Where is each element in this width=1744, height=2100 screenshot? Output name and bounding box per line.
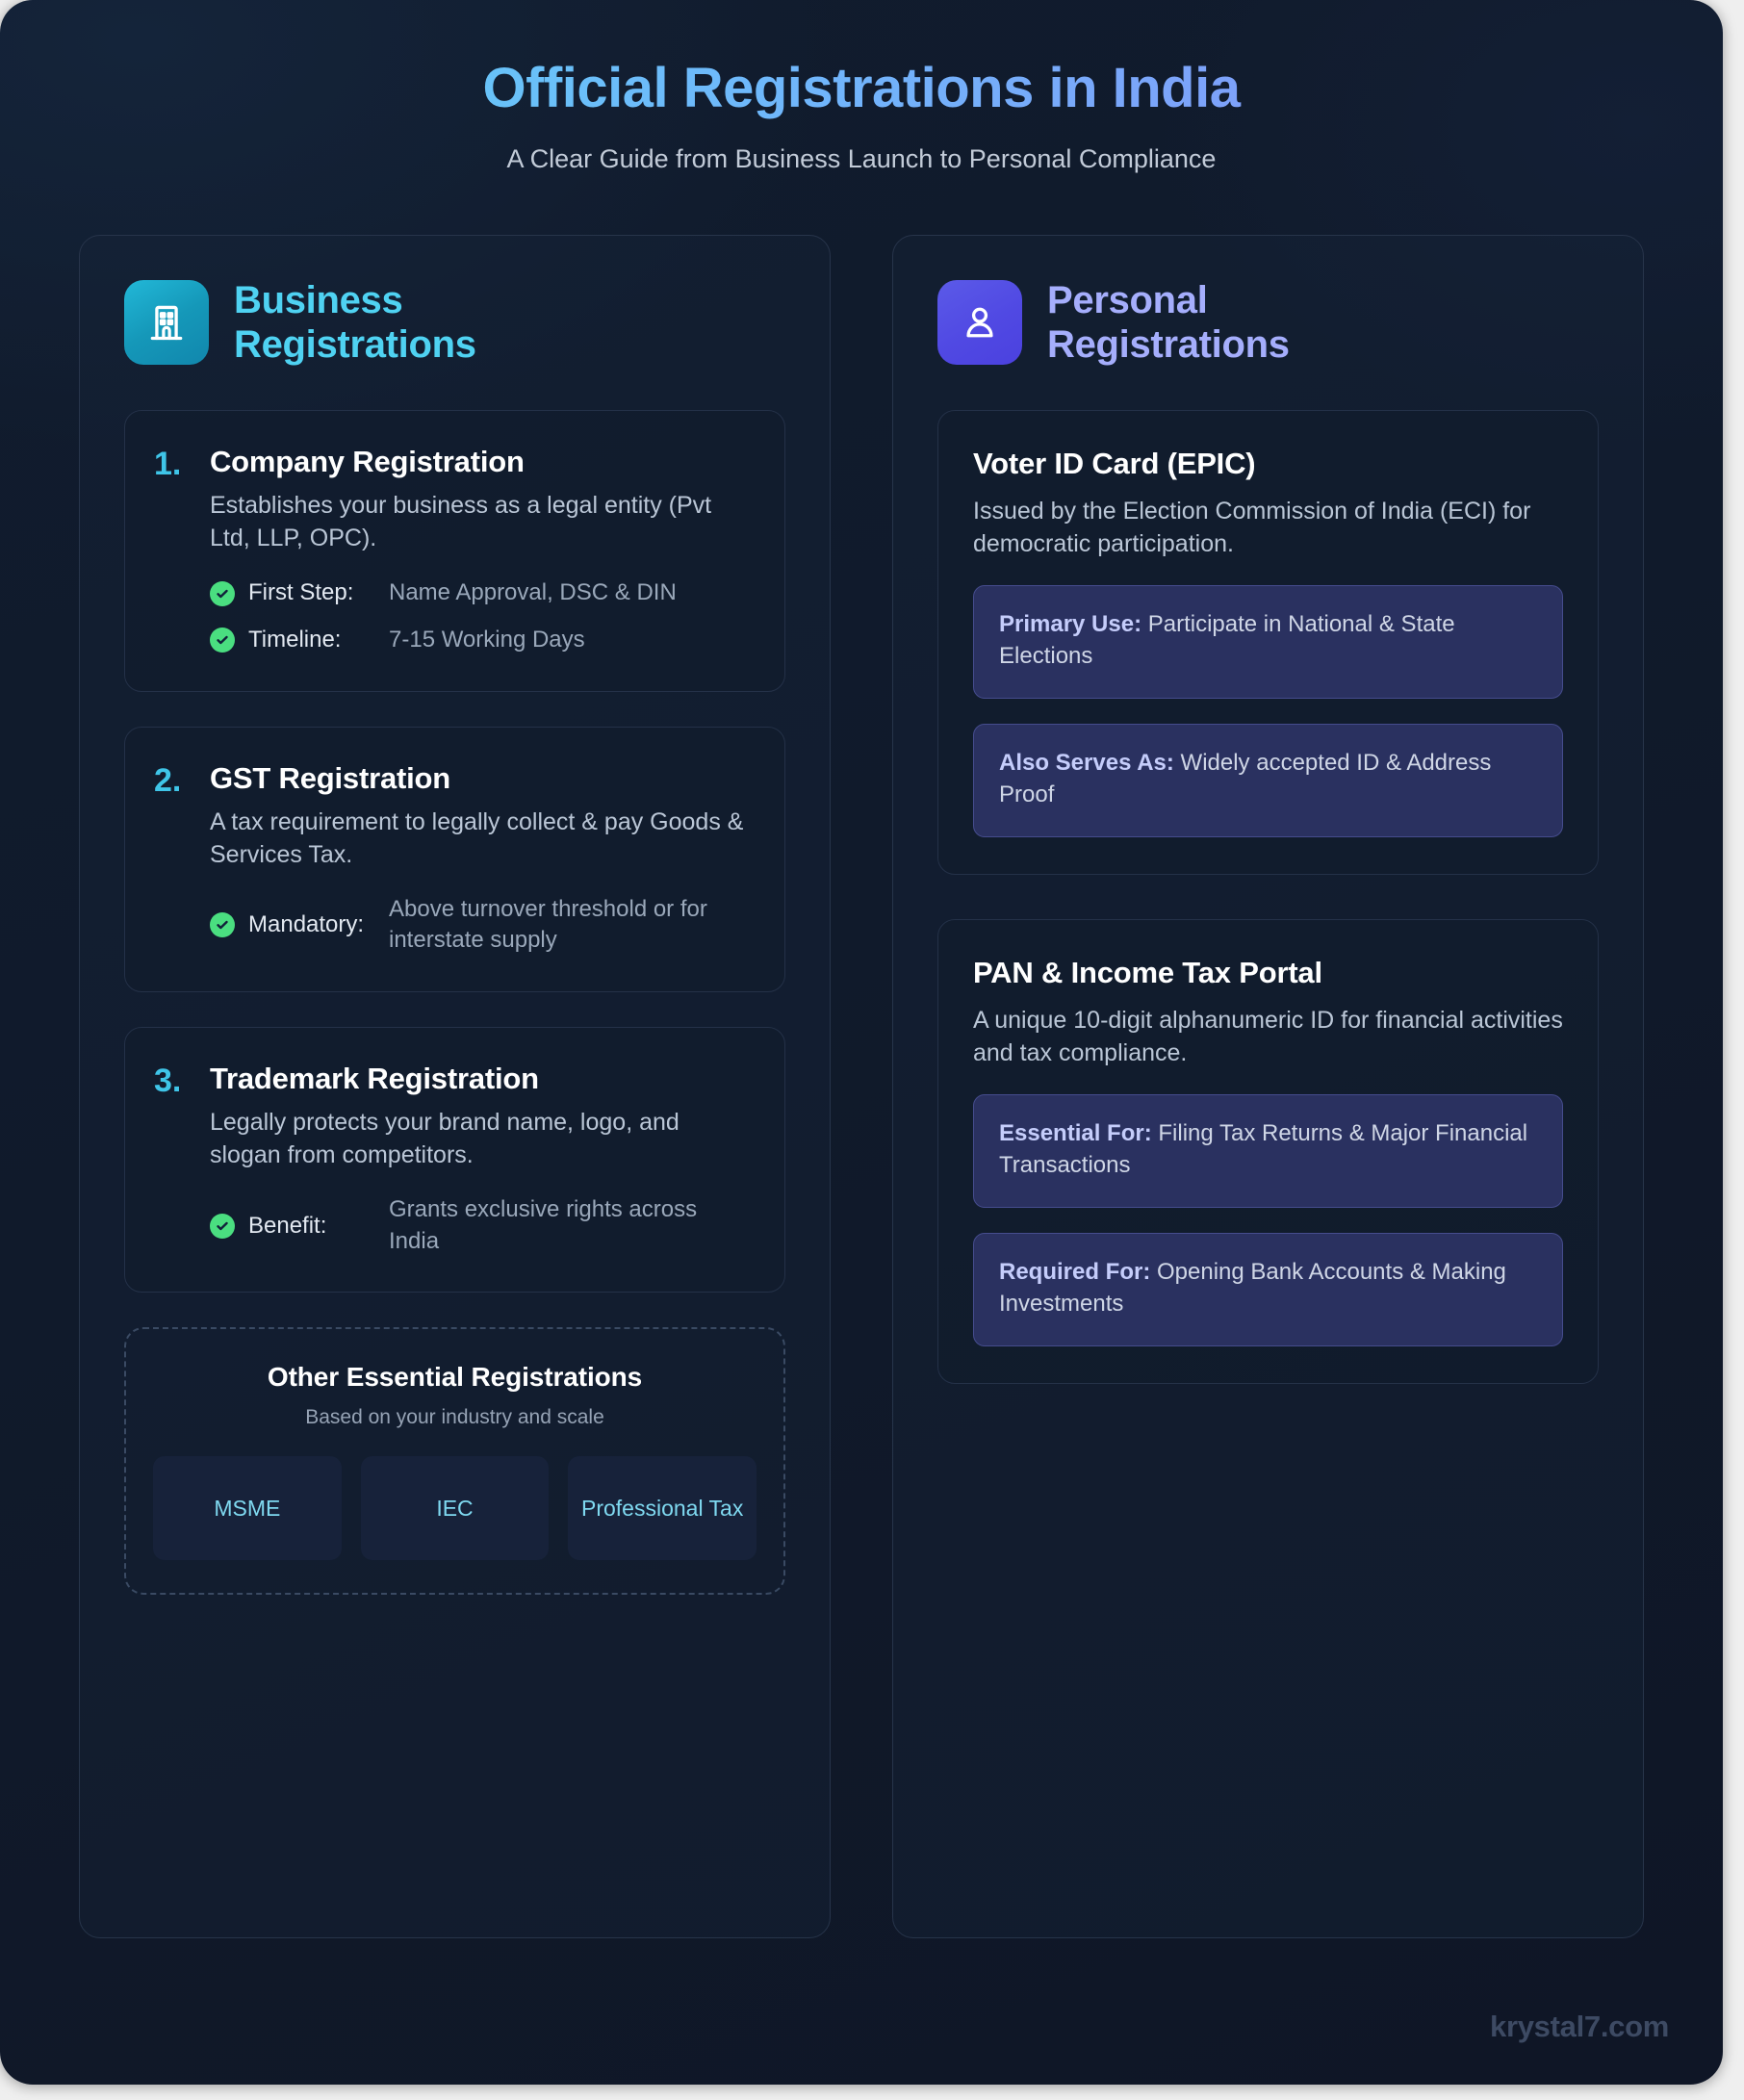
check-circle-icon — [210, 912, 235, 938]
fact-value: Filing Tax Returns & Major Financial Tra… — [999, 1120, 1528, 1178]
business-registrations-panel: Business Registrations 1. Company Regist… — [79, 234, 831, 1938]
columns-container: Business Registrations 1. Company Regist… — [0, 177, 1723, 1938]
other-registrations-chips: MSME IEC Professional Tax — [153, 1456, 757, 1561]
page-subtitle: A Clear Guide from Business Launch to Pe… — [506, 144, 1217, 174]
personal-panel-title: Personal Registrations — [1047, 278, 1290, 367]
fact-label: Essential For: — [999, 1120, 1152, 1146]
check-circle-icon — [210, 580, 235, 606]
step-card: 1. Company Registration Establishes your… — [124, 410, 785, 692]
personal-card-description: A unique 10-digit alphanumeric ID for fi… — [973, 1007, 1563, 1066]
personal-card: Voter ID Card (EPIC) Issued by the Elect… — [937, 410, 1599, 875]
step-detail-value: Grants exclusive rights across India — [389, 1196, 698, 1254]
step-number: 3. — [154, 1063, 182, 1099]
step-detail-label: Timeline: — [248, 626, 342, 653]
step-detail-label: Benefit: — [248, 1212, 327, 1239]
personal-card-title: Voter ID Card (EPIC) — [973, 447, 1256, 481]
step-card: 3. Trademark Registration Legally protec… — [124, 1027, 785, 1293]
fact-value: Widely accepted ID & Address Proof — [999, 750, 1492, 807]
fact-label: Required For: — [999, 1258, 1151, 1285]
fact-value: Opening Bank Accounts & Making Investmen… — [999, 1258, 1506, 1317]
step-detail-label: First Step: — [248, 579, 354, 606]
business-panel-title: Business Registrations — [234, 278, 476, 367]
step-detail-value: 7-15 Working Days — [389, 626, 585, 653]
personal-card-fact: Primary Use: Participate in National & S… — [973, 585, 1563, 700]
fact-label: Primary Use: — [999, 611, 1142, 638]
other-registrations-box: Other Essential Registrations Based on y… — [124, 1327, 785, 1596]
step-description: A tax requirement to legally collect & p… — [210, 807, 744, 868]
check-circle-icon — [210, 1213, 235, 1239]
step-detail-value: Above turnover threshold or for intersta… — [389, 895, 707, 954]
step-description: Legally protects your brand name, logo, … — [210, 1109, 680, 1169]
step-detail-row: Benefit: Grants exclusive rights across … — [210, 1194, 752, 1257]
step-detail-list: First Step: Name Approval, DSC & DIN Tim… — [210, 577, 752, 655]
personal-card-fact: Required For: Opening Bank Accounts & Ma… — [973, 1232, 1563, 1346]
personal-registrations-panel: Personal Registrations Voter ID Card (EP… — [892, 234, 1644, 1938]
page-title: Official Registrations in India — [58, 56, 1665, 121]
check-circle-icon — [210, 627, 235, 653]
step-detail-row: Mandatory: Above turnover threshold or f… — [210, 894, 752, 957]
chip-iec[interactable]: IEC — [360, 1456, 550, 1561]
personal-card: PAN & Income Tax Portal A unique 10-digi… — [937, 918, 1599, 1384]
personal-card-title: PAN & Income Tax Portal — [973, 955, 1322, 989]
other-registrations-subtitle: Based on your industry and scale — [305, 1406, 604, 1429]
business-panel-header: Business Registrations — [124, 278, 785, 369]
other-registrations-title: Other Essential Registrations — [267, 1362, 643, 1393]
step-title: GST Registration — [210, 760, 450, 795]
chip-professional-tax[interactable]: Professional Tax — [568, 1456, 757, 1561]
personal-panel-header: Personal Registrations — [937, 278, 1599, 369]
user-icon — [937, 280, 1022, 366]
step-description: Establishes your business as a legal ent… — [210, 492, 712, 552]
step-card: 2. GST Registration A tax requirement to… — [124, 726, 785, 992]
watermark: krystal7.com — [1490, 2010, 1669, 2043]
step-detail-row: First Step: Name Approval, DSC & DIN — [210, 577, 752, 609]
step-number: 2. — [154, 761, 182, 799]
step-detail-list: Mandatory: Above turnover threshold or f… — [210, 894, 752, 957]
personal-card-fact: Also Serves As: Widely accepted ID & Add… — [973, 724, 1563, 837]
step-detail-label: Mandatory: — [248, 911, 365, 938]
step-title: Trademark Registration — [210, 1062, 539, 1095]
personal-card-fact: Essential For: Filing Tax Returns & Majo… — [973, 1094, 1563, 1208]
chip-msme[interactable]: MSME — [153, 1456, 342, 1561]
step-detail-row: Timeline: 7-15 Working Days — [210, 625, 752, 656]
page-header: Official Registrations in India A Clear … — [0, 0, 1723, 177]
fact-label: Also Serves As: — [999, 750, 1174, 777]
building-icon — [124, 280, 209, 366]
step-detail-value: Name Approval, DSC & DIN — [389, 579, 677, 606]
fact-value: Participate in National & State Election… — [999, 611, 1455, 670]
personal-card-description: Issued by the Election Commission of Ind… — [973, 498, 1531, 558]
step-detail-list: Benefit: Grants exclusive rights across … — [210, 1194, 752, 1257]
step-number: 1. — [154, 446, 182, 483]
step-title: Company Registration — [210, 445, 525, 479]
